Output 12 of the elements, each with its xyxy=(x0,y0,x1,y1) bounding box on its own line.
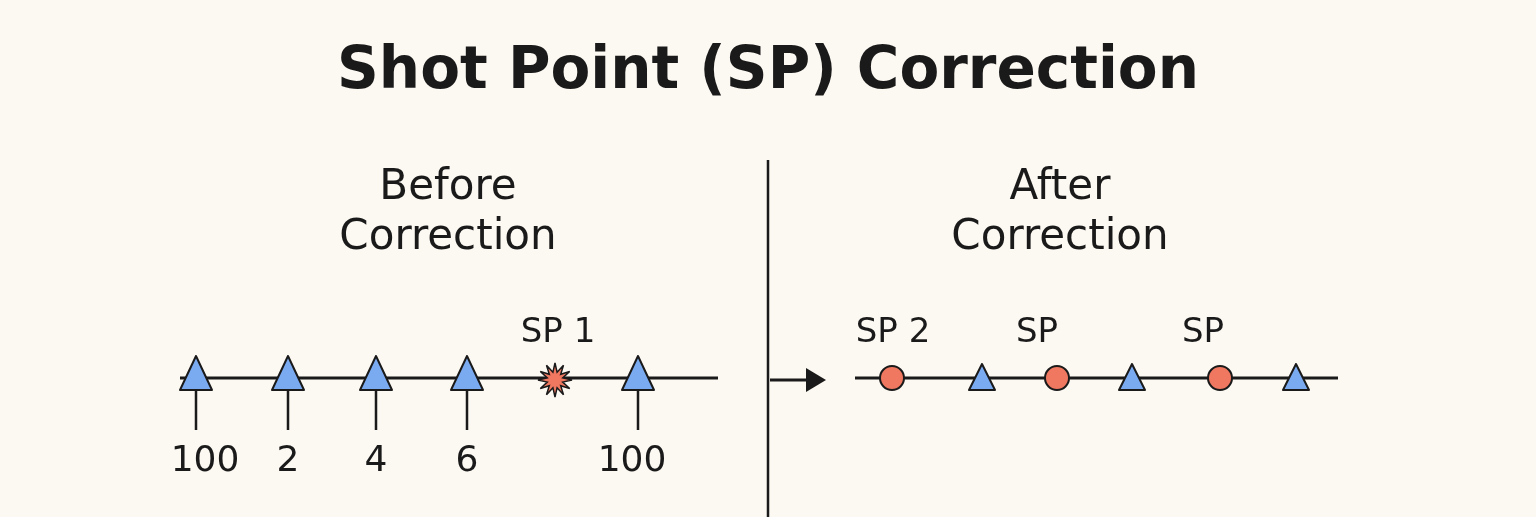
shot-point-label: SP xyxy=(1015,310,1059,351)
station-number: 100 xyxy=(597,437,667,481)
station-number: 2 xyxy=(276,437,300,481)
shot-point-label: SP 1 xyxy=(520,310,596,351)
shot-point-label: SP 2 xyxy=(855,310,931,351)
station-number: 6 xyxy=(455,437,479,481)
station-number: 4 xyxy=(364,437,388,481)
panel-heading: Before Correction xyxy=(338,160,558,261)
shot-point-label: SP xyxy=(1181,310,1225,351)
panel-heading: After Correction xyxy=(950,160,1170,261)
title: Shot Point (SP) Correction xyxy=(337,34,1199,104)
station-number: 100 xyxy=(170,437,240,481)
